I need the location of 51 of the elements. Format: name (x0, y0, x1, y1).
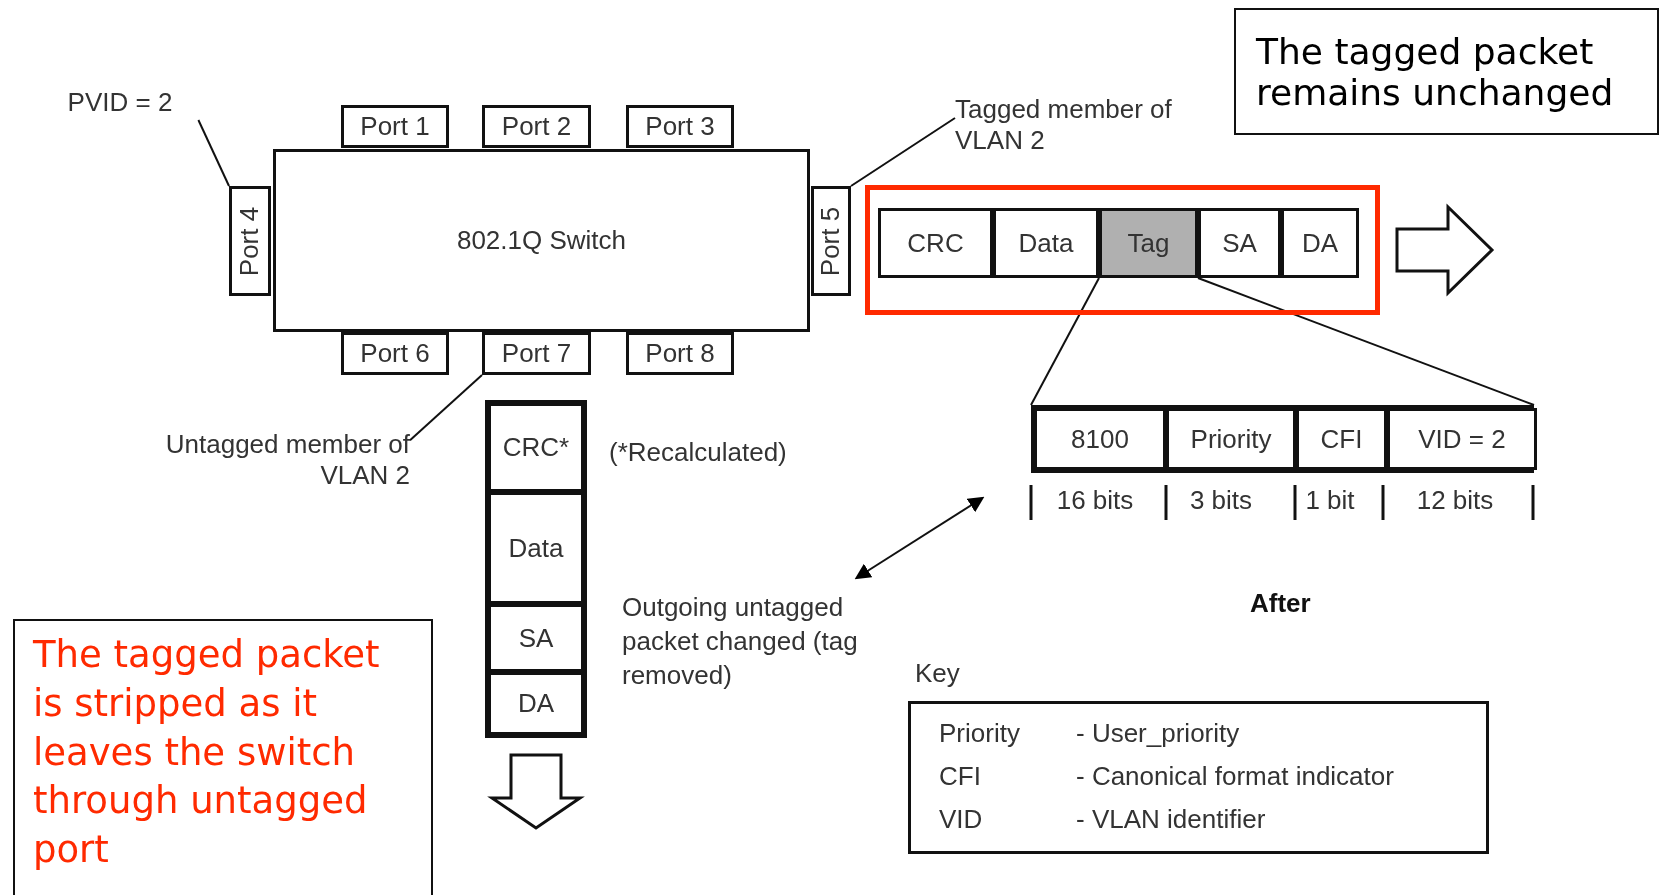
field-cell: CRC (878, 208, 993, 278)
expansion-line (1197, 277, 1535, 406)
field-cell: VID = 2 (1387, 408, 1537, 470)
field-cell: Priority (1166, 408, 1296, 470)
annotation-text: Outgoing untagged packet changed (tag removed) (622, 591, 859, 692)
field-cell: DA (488, 672, 584, 735)
field-cell: SA (488, 604, 584, 672)
key-heading: Key (915, 658, 960, 689)
key-term: CFI (939, 761, 981, 792)
hollow-arrow (487, 753, 585, 830)
port-box: Port 6 (341, 332, 449, 375)
callout-box: The tagged packet remains unchanged (1234, 8, 1659, 135)
callout-box: The tagged packet is stripped as it leaves the switch through untagged port (13, 619, 433, 895)
leader-line (850, 117, 956, 187)
packet-frame (865, 185, 1380, 315)
bit-width-label: 1 bit (1304, 485, 1356, 516)
annotation-text: Tagged member of VLAN 2 (955, 90, 1205, 160)
field-cell: DA (1281, 208, 1359, 278)
leader-line (409, 374, 483, 442)
annotation-text: Untagged member of VLAN 2 (120, 422, 410, 498)
bit-width-label: 3 bits (1188, 485, 1254, 516)
port-box: Port 5 (811, 186, 851, 296)
field-cell: 8100 (1034, 408, 1166, 470)
annotation-text: PVID = 2 (40, 82, 200, 122)
note-text: (*Recalculated) (609, 437, 787, 468)
leader-line (197, 119, 230, 187)
field-cell: Data (993, 208, 1099, 278)
key-definition: - User_priority (1076, 718, 1240, 749)
switch-box: 802.1Q Switch (273, 149, 810, 332)
bit-width-label: 16 bits (1055, 485, 1135, 516)
tag-field-cell: Tag (1099, 208, 1198, 278)
port-box: Port 2 (482, 105, 591, 148)
port-box: Port 4 (229, 186, 271, 296)
key-term: VID (939, 804, 983, 835)
port-box: Port 7 (482, 332, 591, 375)
packet-fields (1031, 405, 1534, 473)
field-cell: CFI (1296, 408, 1387, 470)
packet-fields (485, 400, 587, 738)
key-term: Priority (939, 718, 1020, 749)
port-box: Port 3 (626, 105, 734, 148)
bit-width-label: 12 bits (1415, 485, 1495, 516)
key-definition: - VLAN identifier (1076, 804, 1266, 835)
port-box: Port 1 (341, 105, 449, 148)
field-cell: SA (1198, 208, 1281, 278)
port-box: Port 8 (626, 332, 734, 375)
key-definition: - Canonical format indicator (1076, 761, 1394, 792)
expansion-line (1030, 277, 1100, 406)
field-cell: CRC* (488, 403, 584, 492)
heading-text: After (1250, 588, 1311, 619)
field-cell: Data (488, 492, 584, 604)
hollow-arrow (1395, 203, 1495, 297)
